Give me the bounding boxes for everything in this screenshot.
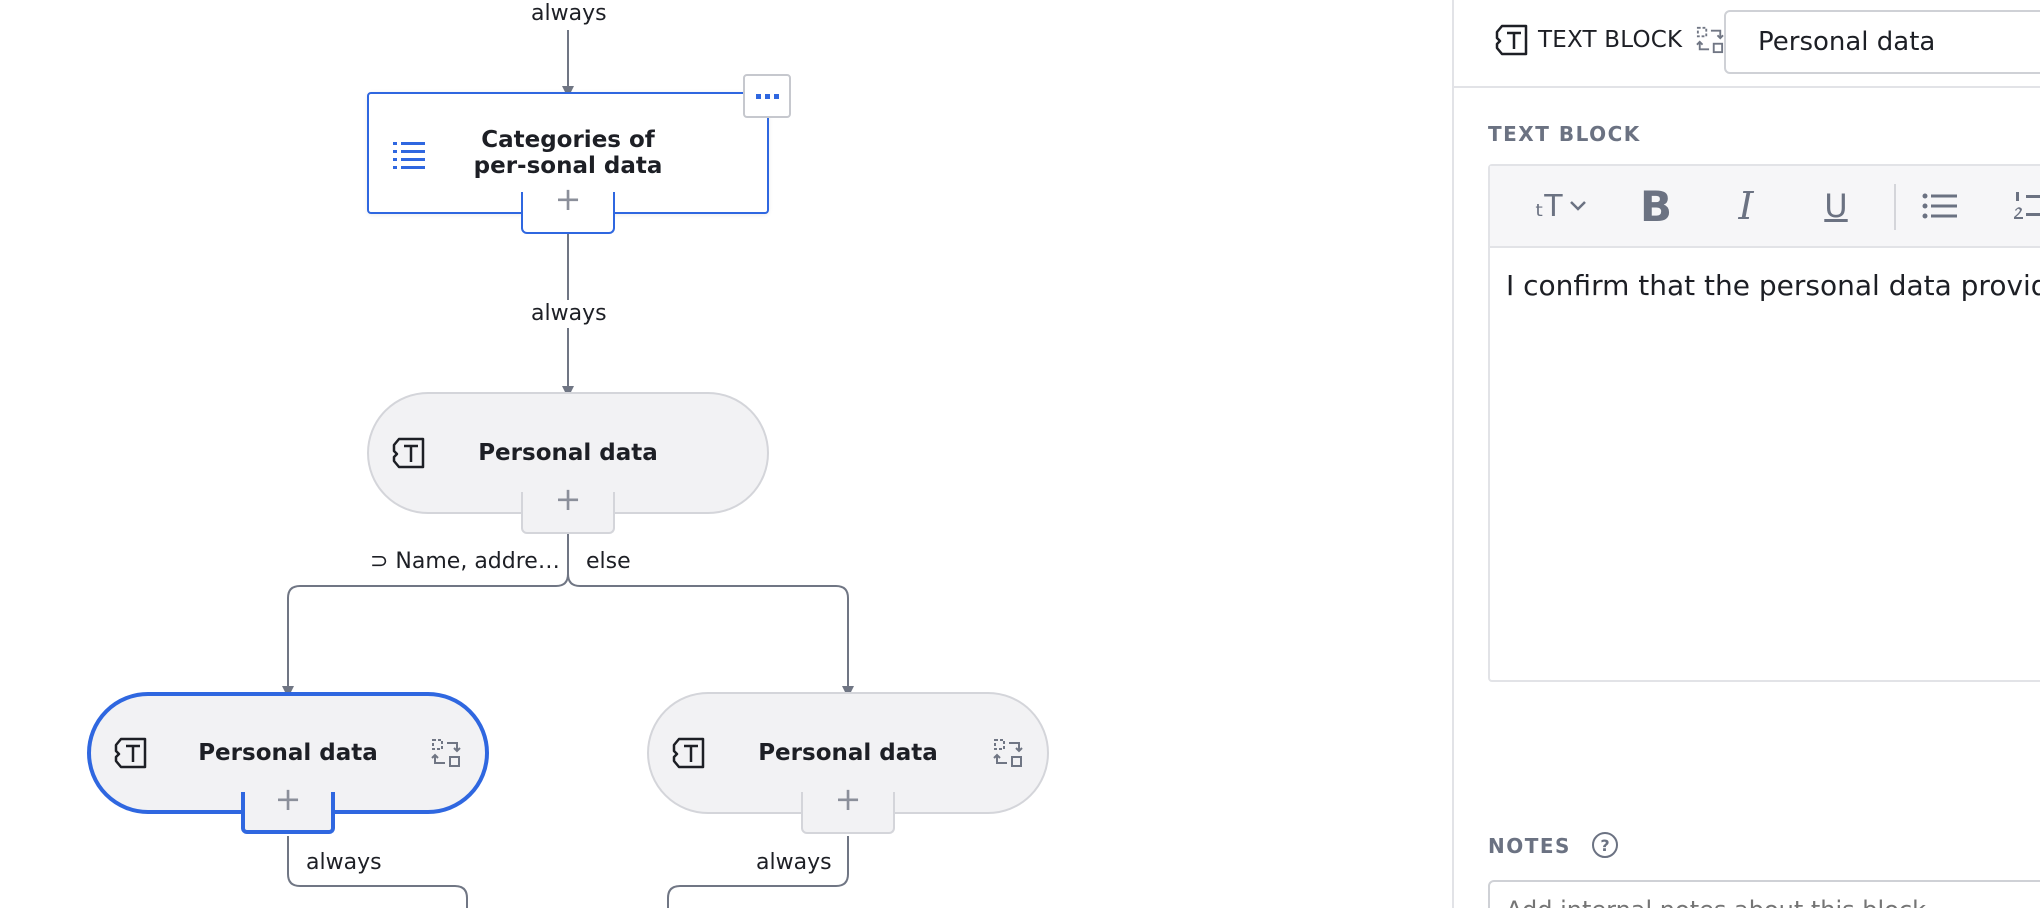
add-node-button[interactable]: + [521, 483, 615, 534]
add-node-button[interactable]: + [241, 783, 335, 834]
edge-label-condition[interactable]: ⊃ Name, addre… [366, 548, 564, 576]
font-size-dropdown[interactable]: ₜT [1526, 166, 1596, 246]
node-title: Personal data [478, 440, 658, 466]
bold-icon: B [1639, 181, 1672, 231]
chevron-down-icon [1569, 201, 1586, 211]
block-type: TEXT BLOCK [1494, 22, 1725, 58]
node-personal-data[interactable]: Personal data + [367, 392, 769, 534]
notes-input[interactable] [1488, 880, 2040, 908]
plus-icon: + [834, 780, 862, 818]
edge-label-right-always: always [752, 849, 836, 877]
bold-button[interactable]: B [1626, 166, 1686, 246]
text-block-icon [672, 737, 705, 769]
plus-icon: + [274, 780, 302, 818]
editor-content[interactable]: I confirm that the personal data provide… [1506, 269, 2040, 302]
edge-label-top: always [527, 0, 611, 28]
properties-panel: TEXT BLOCK TEXT BLOCK ₜT B I [1452, 0, 2040, 908]
italic-button[interactable]: I [1716, 166, 1776, 246]
block-type-label: TEXT BLOCK [1538, 27, 1683, 53]
bullet-list-button[interactable] [1910, 166, 1970, 246]
more-options-button[interactable] [743, 74, 791, 118]
underline-button[interactable]: U [1806, 166, 1866, 246]
numbered-list-button[interactable] [2002, 166, 2040, 246]
underline-icon: U [1824, 187, 1848, 225]
text-block-icon [114, 737, 147, 769]
dot-icon [764, 93, 770, 99]
numbered-list-icon [2014, 192, 2040, 219]
list-icon [393, 142, 425, 169]
edge-left-down [287, 836, 468, 908]
node-personal-data-else[interactable]: Personal data + [647, 692, 1049, 834]
plus-icon: + [554, 480, 582, 518]
bullet-list-icon [1922, 193, 1957, 219]
block-name-input[interactable] [1724, 10, 2040, 74]
swap-icon[interactable] [431, 738, 461, 768]
text-block-section-label: TEXT BLOCK [1488, 122, 1641, 146]
node-title: Personal data [758, 740, 938, 766]
edge-label-else[interactable]: else [582, 548, 635, 576]
font-size-icon: ₜT [1535, 188, 1563, 224]
notes-section-label: NOTES [1488, 834, 1571, 858]
italic-icon: I [1738, 184, 1754, 228]
flow-canvas[interactable]: always always ⊃ Name, addre… else always… [0, 0, 1452, 908]
rich-text-editor[interactable]: ₜT B I U [1488, 164, 2040, 682]
editor-toolbar: ₜT B I U [1490, 166, 2040, 248]
toolbar-divider [1894, 184, 1896, 230]
node-title: Personal data [198, 740, 378, 766]
flow-edges [282, 30, 854, 908]
dot-icon [755, 93, 761, 99]
edge-branch-right [567, 534, 854, 698]
edge-branch-left [282, 534, 569, 698]
edge-right-down [667, 836, 849, 908]
node-personal-data-selected[interactable]: Personal data + [87, 692, 489, 834]
swap-icon[interactable] [1696, 26, 1725, 54]
node-categories[interactable]: Categories of per-sonal data + [367, 74, 791, 234]
text-block-icon [392, 437, 425, 469]
edge-label-left-always: always [302, 849, 386, 877]
help-icon[interactable]: ? [1592, 832, 1618, 858]
text-block-icon [1495, 24, 1528, 56]
add-node-button[interactable]: + [521, 183, 615, 234]
dot-icon [773, 93, 779, 99]
add-node-button[interactable]: + [801, 783, 895, 834]
node-title: Categories of per-sonal data [473, 127, 663, 179]
plus-icon: + [554, 180, 582, 218]
swap-icon[interactable] [993, 738, 1023, 768]
panel-header: TEXT BLOCK [1454, 0, 2040, 88]
edge-label-always: always [527, 300, 611, 328]
